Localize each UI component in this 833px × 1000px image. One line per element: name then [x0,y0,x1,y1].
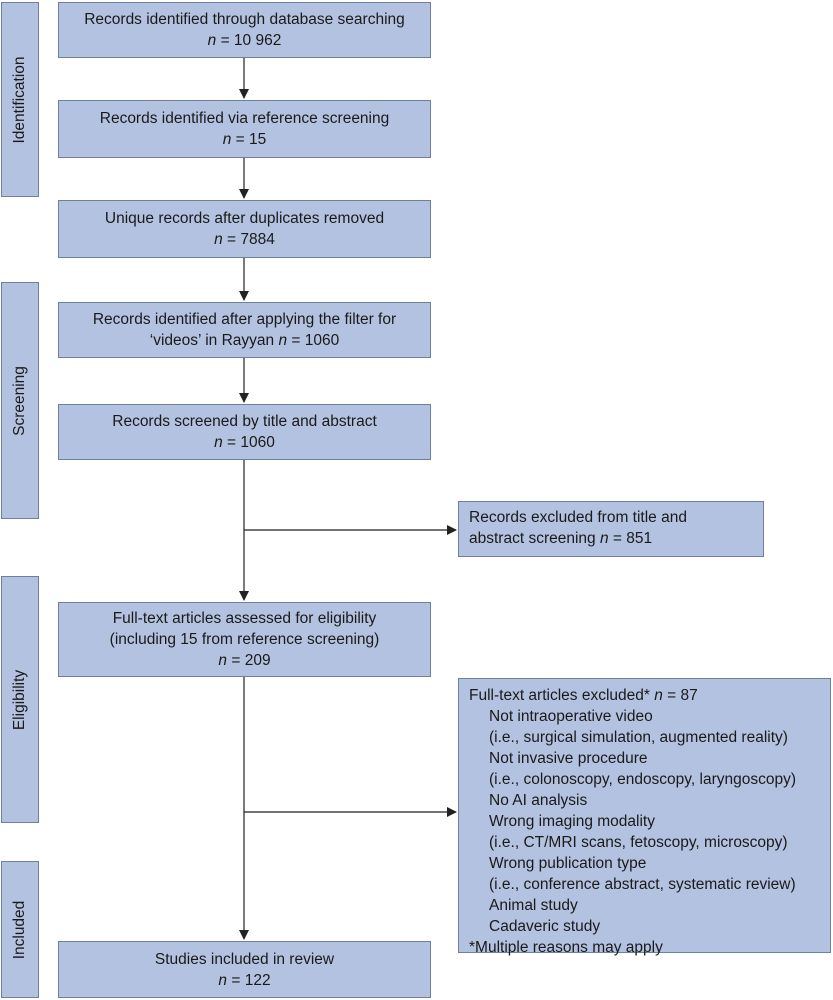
excluded-reason-line: (i.e., colonoscopy, endoscopy, laryngosc… [489,771,797,788]
excluded-reason-line: Wrong publication type [489,855,647,872]
unique-count: n = 7884 [214,231,275,248]
fulltext-count: n = 209 [218,652,271,669]
excluded-reason-line: Cadaveric study [489,918,601,935]
excluded-reason-line: Not invasive procedure [489,750,648,767]
ref-screening-text: Records identified via reference screeni… [99,110,390,127]
excluded-reason-line: Wrong imaging modality [489,813,655,830]
excluded-reason-line: Animal study [489,897,578,914]
excluded-ta-line1: Records excluded from title and [469,509,687,526]
fulltext-line2: (including 15 from reference screening) [109,631,380,648]
box-excluded-fulltext: Full-text articles excluded* n = 87 Not … [458,678,831,956]
included-text: Studies included in review [154,950,335,968]
ref-screening-count: n = 15 [222,131,267,148]
box-excluded-title-abstract: Records excluded from title and abstract… [458,501,764,557]
unique-text: Unique records after duplicates removed [104,210,385,227]
excluded-reason-line: (i.e., conference abstract, systematic r… [489,876,796,893]
filter-line1: Records identified after applying the fi… [92,311,397,328]
excluded-reason-line: (i.e., surgical simulation, augmented re… [489,729,788,746]
excluded-reasons-list: Not intraoperative video (i.e., surgical … [469,706,822,937]
excluded-reason-line: Not intraoperative video [489,708,653,725]
stage-identification: Identification [1,2,39,197]
stage-included: Included [1,861,39,998]
excluded-ta-line2: abstract screening n = 851 [469,530,653,547]
box-reference-screening: Records identified via reference screeni… [58,100,431,158]
excluded-reason-line: (i.e., CT/MRI scans, fetoscopy, microsco… [489,834,788,851]
fulltext-line1: Full-text articles assessed for eligibil… [112,610,377,627]
excluded-ft-footnote: *Multiple reasons may apply [469,939,663,956]
included-count: n = 122 [218,971,271,989]
box-title-abstract-screening: Records screened by title and abstract n… [58,404,431,460]
stage-screening: Screening [1,282,39,519]
db-search-text: Records identified through database sear… [84,11,405,28]
stage-eligibility: Eligibility [1,576,39,823]
excluded-reason-line: No AI analysis [489,792,588,809]
title-abstract-count: n = 1060 [214,434,275,451]
box-studies-included: Studies included in review n = 122 [58,941,431,998]
title-abstract-text: Records screened by title and abstract [112,413,377,430]
excluded-ft-header: Full-text articles excluded* n = 87 [469,687,698,704]
box-fulltext-assessed: Full-text articles assessed for eligibil… [58,602,431,677]
box-database-search: Records identified through database sear… [58,2,431,58]
filter-line2: ‘videos’ in Rayyan n = 1060 [149,332,340,349]
db-search-count: n = 10 962 [207,32,282,49]
box-unique-records: Unique records after duplicates removed … [58,200,431,258]
box-filter-videos: Records identified after applying the fi… [58,302,431,358]
